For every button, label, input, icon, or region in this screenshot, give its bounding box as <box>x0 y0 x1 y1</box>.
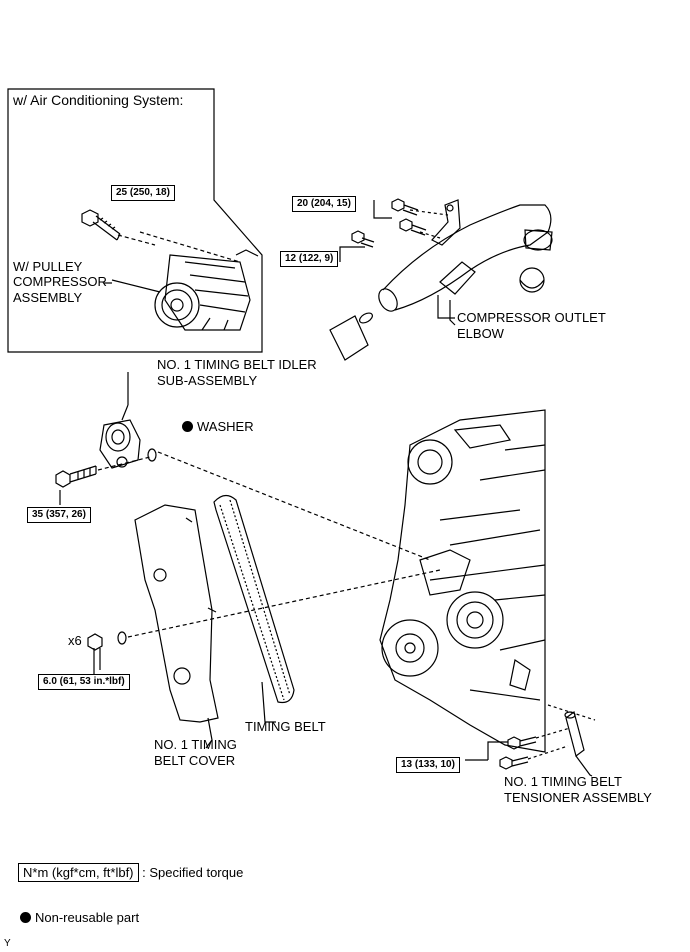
elbow-bracket <box>431 199 461 246</box>
washer-text: WASHER <box>197 419 254 434</box>
corner-mark: Y <box>4 938 11 949</box>
tensioner-bolts <box>499 736 537 770</box>
torque-outlet-bolt-b: 12 (122, 9) <box>280 251 339 267</box>
label-idler-2: SUB-ASSEMBLY <box>157 373 258 388</box>
label-cover-2: BELT COVER <box>154 753 236 768</box>
compressor-body <box>154 249 259 331</box>
label-idler-1: NO. 1 TIMING BELT IDLER <box>157 357 317 372</box>
label-compressor-3: ASSEMBLY <box>13 290 83 305</box>
torque-tensioner-bolt: 13 (133, 10) <box>396 757 460 773</box>
outlet-bolts <box>351 198 449 248</box>
engine-block <box>379 409 546 753</box>
label-outlet-1: COMPRESSOR OUTLET <box>457 310 606 325</box>
label-cover-1: NO. 1 TIMING <box>154 737 237 752</box>
cover-bolt <box>87 631 127 670</box>
legend-torque-box: N*m (kgf*cm, ft*lbf) <box>18 863 139 882</box>
inset-frame <box>7 88 263 353</box>
legend-dot-icon <box>20 912 31 923</box>
legend-torque-text: : Specified torque <box>142 865 244 880</box>
torque-cover-bolt: 6.0 (61, 53 in.*lbf) <box>38 674 130 690</box>
legend-torque: N*m (kgf*cm, ft*lbf) : Specified torque <box>18 863 243 882</box>
idler-pulley <box>99 372 141 469</box>
elbow-pipe <box>378 204 553 312</box>
label-qty: x6 <box>68 633 82 648</box>
hose-end <box>329 315 369 361</box>
legend-nonreusable-text: Non-reusable part <box>35 910 140 925</box>
label-timing-belt: TIMING BELT <box>245 719 326 734</box>
label-tensioner-1: NO. 1 TIMING BELT <box>504 774 622 789</box>
timing-belt-shape <box>213 494 295 704</box>
label-tensioner-2: TENSIONER ASSEMBLY <box>504 790 652 805</box>
torque-compressor-bolt: 25 (250, 18) <box>111 185 175 201</box>
legend-nonreusable: Non-reusable part <box>20 910 139 925</box>
inset-title: w/ Air Conditioning System: <box>13 92 184 108</box>
idler-bolt <box>55 465 97 488</box>
label-compressor-1: W/ PULLEY <box>13 259 83 274</box>
nonreusable-dot-icon <box>182 421 193 432</box>
label-compressor-2: COMPRESSOR <box>13 274 107 289</box>
label-washer: WASHER <box>182 419 254 435</box>
tensioner-shape <box>564 710 585 758</box>
compressor-bolt <box>81 209 121 241</box>
torque-idler-bolt: 35 (357, 26) <box>27 507 91 523</box>
label-outlet-2: ELBOW <box>457 326 504 341</box>
torque-outlet-bolt-a: 20 (204, 15) <box>292 196 356 212</box>
timing-belt-cover <box>134 504 219 723</box>
washer-shape <box>147 448 157 462</box>
